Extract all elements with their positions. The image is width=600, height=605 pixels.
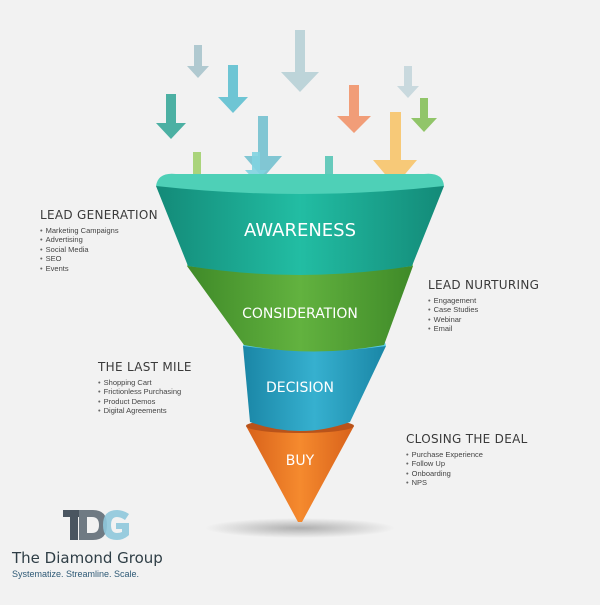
section-list: Marketing Campaigns Advertising Social M… xyxy=(40,226,158,273)
brand-tagline: Systematize. Streamline. Scale. xyxy=(12,569,140,579)
list-item: Purchase Experience xyxy=(406,450,528,459)
funnel-stage-buy xyxy=(246,419,354,522)
list-item: Marketing Campaigns xyxy=(40,226,158,235)
brand-name: The Diamond Group xyxy=(12,549,163,567)
list-item: Frictionless Purchasing xyxy=(98,387,192,396)
section-title: CLOSING THE DEAL xyxy=(406,432,528,446)
list-item: Shopping Cart xyxy=(98,378,192,387)
brand-logo: The Diamond Group Systematize. Streamlin… xyxy=(12,508,182,579)
section-last-mile: THE LAST MILE Shopping Cart Frictionless… xyxy=(98,360,192,416)
arrow-down-icon xyxy=(281,30,319,92)
list-item: NPS xyxy=(406,478,528,487)
section-list: Engagement Case Studies Webinar Email xyxy=(428,296,539,334)
funnel-shadow xyxy=(205,518,395,538)
stage-label-buy: BUY xyxy=(286,453,315,469)
incoming-arrows xyxy=(156,30,437,192)
stage-label-consideration: CONSIDERATION xyxy=(242,306,358,322)
list-item: Follow Up xyxy=(406,459,528,468)
tdg-monogram-icon xyxy=(63,510,129,540)
list-item: Digital Agreements xyxy=(98,406,192,415)
list-item: Social Media xyxy=(40,245,158,254)
section-lead-nurturing: LEAD NURTURING Engagement Case Studies W… xyxy=(428,278,539,334)
list-item: Onboarding xyxy=(406,469,528,478)
arrow-down-icon xyxy=(218,65,248,113)
stage-label-awareness: AWARENESS xyxy=(244,220,356,241)
section-title: THE LAST MILE xyxy=(98,360,192,374)
list-item: Advertising xyxy=(40,235,158,244)
list-item: Product Demos xyxy=(98,397,192,406)
stage-label-decision: DECISION xyxy=(266,380,334,396)
section-closing-deal: CLOSING THE DEAL Purchase Experience Fol… xyxy=(406,432,528,488)
arrow-down-icon xyxy=(411,98,437,132)
list-item: Events xyxy=(40,264,158,273)
list-item: Engagement xyxy=(428,296,539,305)
list-item: SEO xyxy=(40,254,158,263)
section-list: Purchase Experience Follow Up Onboarding… xyxy=(406,450,528,488)
funnel-stage-awareness xyxy=(156,173,444,275)
list-item: Webinar xyxy=(428,315,539,324)
arrow-down-icon xyxy=(244,116,282,178)
section-title: LEAD NURTURING xyxy=(428,278,540,292)
section-title: LEAD GENERATION xyxy=(40,208,158,222)
arrow-down-icon xyxy=(187,45,209,78)
section-list: Shopping Cart Frictionless Purchasing Pr… xyxy=(98,378,192,416)
section-lead-generation: LEAD GENERATION Marketing Campaigns Adve… xyxy=(40,208,158,273)
arrow-down-icon xyxy=(397,66,419,98)
arrow-down-icon xyxy=(373,112,417,186)
list-item: Email xyxy=(428,324,539,333)
arrow-down-icon xyxy=(156,94,186,139)
list-item: Case Studies xyxy=(428,305,539,314)
arrow-down-icon xyxy=(337,85,371,133)
